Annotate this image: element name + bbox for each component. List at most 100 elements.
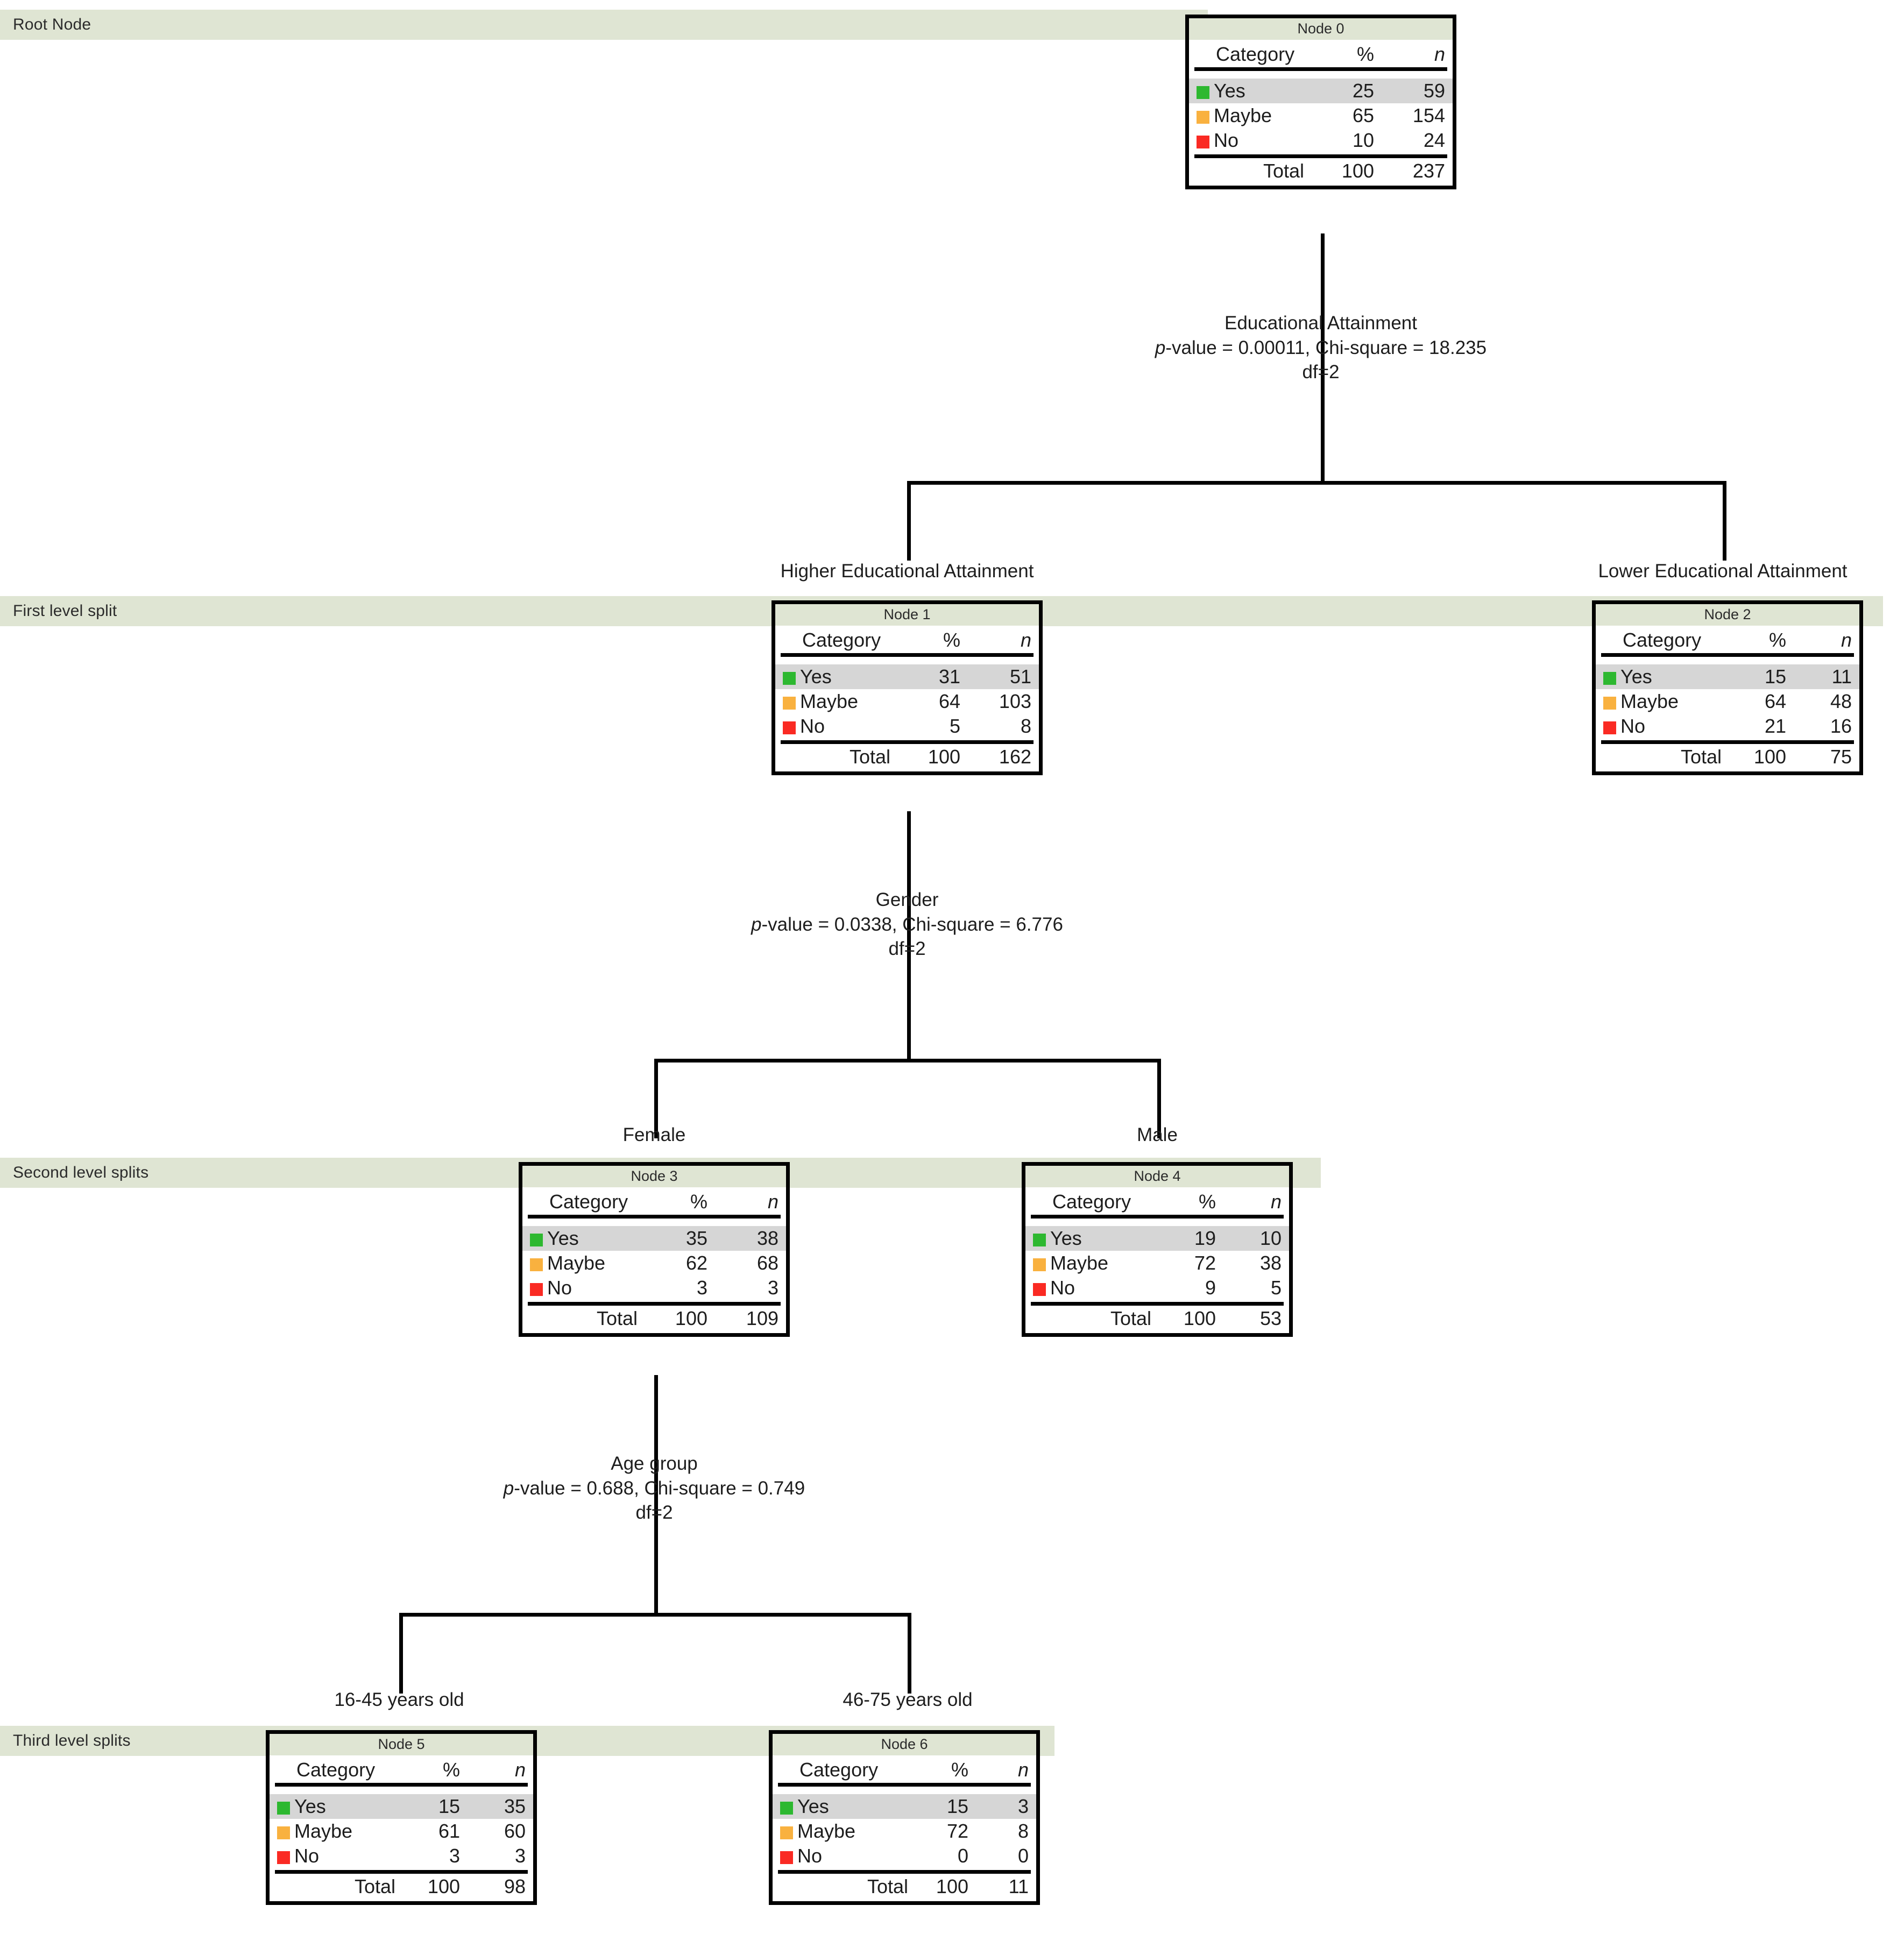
- node-4-total-rule-row: [1025, 1300, 1289, 1306]
- node-3-swatch-yes-cell: [522, 1226, 547, 1251]
- node-2-header-category: Category: [1623, 629, 1702, 651]
- node-6-swatch-no-cell: [773, 1844, 797, 1868]
- node-5-header-row: Category % n: [270, 1755, 533, 1782]
- node-5-swatch-maybe-cell: [270, 1819, 294, 1844]
- node-0-header-n: n: [1434, 43, 1445, 66]
- p-italic: p: [751, 913, 762, 935]
- node-4-label-no: No: [1050, 1277, 1075, 1299]
- node-5-n-maybe: 60: [504, 1820, 526, 1843]
- node-2-spacer: [1596, 657, 1859, 664]
- level-band-label-second: Second level splits: [13, 1164, 149, 1181]
- node-0[interactable]: Node 0 Category % n Yes 25 59 Maybe 65 1…: [1185, 15, 1456, 190]
- legend-swatch-yes-icon: [1033, 1233, 1046, 1246]
- node-4-header-swatch-cell: [1025, 1187, 1050, 1214]
- node-2-header-percent: %: [1768, 629, 1786, 651]
- node-2-total-rule: [1601, 740, 1854, 745]
- node-4-header-rule-row: [1025, 1214, 1289, 1219]
- node-2-row-yes: Yes 15 11: [1596, 664, 1859, 690]
- node-0-header-rule-row: [1189, 66, 1453, 72]
- node-3-swatch-maybe-cell: [522, 1251, 547, 1276]
- node-5-header-rule: [275, 1783, 528, 1787]
- node-5-spacer: [270, 1787, 533, 1794]
- node-1-header-row: Category % n: [775, 626, 1039, 652]
- node-3-pct-maybe: 62: [685, 1252, 707, 1274]
- node-3-n-no: 3: [767, 1277, 778, 1299]
- node-4-header-n: n: [1270, 1191, 1282, 1213]
- node-2-swatch-no-cell: [1596, 714, 1620, 739]
- node-5[interactable]: Node 5 Category % n Yes 15 35 Maybe 61 6…: [266, 1730, 537, 1905]
- node-1-table: Category % n Yes 31 51 Maybe 64 103 No: [775, 626, 1039, 771]
- node-5-header-n: n: [514, 1759, 526, 1781]
- node-2-header-rule-row: [1596, 652, 1859, 657]
- connector-node3-to-node6: [908, 1613, 911, 1694]
- node-1-total-row: Total 100 162: [775, 744, 1039, 771]
- node-0-label-no: No: [1214, 129, 1239, 152]
- node-1[interactable]: Node 1 Category % n Yes 31 51 Maybe 64 1…: [771, 600, 1043, 776]
- connector-node3-bar: [399, 1613, 911, 1617]
- node-6-header-row: Category % n: [773, 1755, 1036, 1782]
- node-3-total-rule: [528, 1302, 781, 1306]
- node-4[interactable]: Node 4 Category % n Yes 19 10 Maybe 72 3…: [1022, 1162, 1293, 1337]
- node-1-total-rule: [781, 740, 1034, 745]
- node-2-total-label: Total: [1680, 746, 1722, 768]
- node-6-spacer: [773, 1787, 1036, 1794]
- split-statistics: p-value = 0.0338, Chi-square = 6.776: [530, 912, 1284, 937]
- node-5-total-row: Total 100 98: [270, 1874, 533, 1901]
- node-1-header-category: Category: [802, 629, 881, 651]
- node-2[interactable]: Node 2 Category % n Yes 15 11 Maybe 64 4…: [1592, 600, 1863, 776]
- node-5-pct-maybe: 61: [438, 1820, 460, 1843]
- node-3-n-yes: 38: [707, 1226, 786, 1251]
- node-3[interactable]: Node 3 Category % n Yes 35 38 Maybe 62 6…: [519, 1162, 790, 1337]
- node-6-total-pct: 100: [936, 1875, 968, 1898]
- node-5-header-swatch-cell: [270, 1755, 294, 1782]
- node-1-row-maybe: Maybe 64 103: [775, 689, 1039, 714]
- split-variable-name: Age group: [611, 1453, 698, 1474]
- node-4-label-maybe: Maybe: [1050, 1252, 1109, 1274]
- legend-swatch-no-icon: [1603, 721, 1616, 734]
- node-0-swatch-maybe-cell: [1189, 103, 1214, 128]
- node-6-row-yes: Yes 15 3: [773, 1794, 1036, 1819]
- split-degrees-of-freedom: df=2: [888, 938, 926, 959]
- node-6-n-yes: 3: [968, 1794, 1036, 1819]
- level-band-label-root: Root Node: [13, 16, 91, 33]
- node-5-total-rule: [275, 1870, 528, 1874]
- node-4-total-pct: 100: [1183, 1307, 1216, 1330]
- node-0-total-rule-row: [1189, 153, 1453, 159]
- node-0-total-label: Total: [1263, 160, 1304, 182]
- legend-swatch-maybe-icon: [1197, 110, 1209, 124]
- node-6-pct-yes: 15: [908, 1794, 968, 1819]
- node-6-label-yes: Yes: [797, 1794, 908, 1819]
- node-2-row-maybe: Maybe 64 48: [1596, 689, 1859, 714]
- node-1-pct-no: 5: [949, 715, 960, 738]
- node-0-header-swatch-cell: [1189, 40, 1214, 66]
- node-1-pct-maybe: 64: [938, 690, 960, 713]
- node-0-label-yes: Yes: [1214, 79, 1304, 104]
- split-annotation-educational-attainment: Educational Attainment p-value = 0.00011…: [944, 311, 1697, 385]
- node-6[interactable]: Node 6 Category % n Yes 15 3 Maybe 72 8: [769, 1730, 1040, 1905]
- node-1-header-swatch-cell: [775, 626, 800, 652]
- node-0-total-pct: 100: [1341, 160, 1374, 182]
- node-5-total-n: 98: [504, 1875, 526, 1898]
- node-4-total-swatch-cell: [1025, 1306, 1050, 1333]
- node-5-label-maybe: Maybe: [294, 1820, 353, 1843]
- node-1-total-pct: 100: [928, 746, 960, 768]
- node-6-header-swatch-cell: [773, 1755, 797, 1782]
- node-4-swatch-maybe-cell: [1025, 1251, 1050, 1276]
- node-1-pct-yes: 31: [890, 664, 960, 690]
- node-0-row-no: No 10 24: [1189, 128, 1453, 153]
- node-3-spacer: [522, 1219, 786, 1226]
- split-variable-name: Gender: [875, 889, 939, 910]
- node-6-total-label: Total: [867, 1875, 908, 1898]
- node-3-pct-no: 3: [696, 1277, 707, 1299]
- node-6-total-row: Total 100 11: [773, 1874, 1036, 1901]
- node-2-pct-yes: 15: [1722, 664, 1786, 690]
- node-4-row-no: No 9 5: [1025, 1276, 1289, 1300]
- node-6-swatch-maybe-cell: [773, 1819, 797, 1844]
- legend-swatch-no-icon: [780, 1851, 793, 1864]
- node-2-pct-maybe: 64: [1764, 690, 1786, 713]
- node-0-label-maybe: Maybe: [1214, 104, 1272, 127]
- node-0-n-no: 24: [1423, 129, 1445, 152]
- node-2-title: Node 2: [1596, 604, 1859, 626]
- node-4-n-no: 5: [1270, 1277, 1282, 1299]
- node-0-header-rule: [1194, 67, 1447, 72]
